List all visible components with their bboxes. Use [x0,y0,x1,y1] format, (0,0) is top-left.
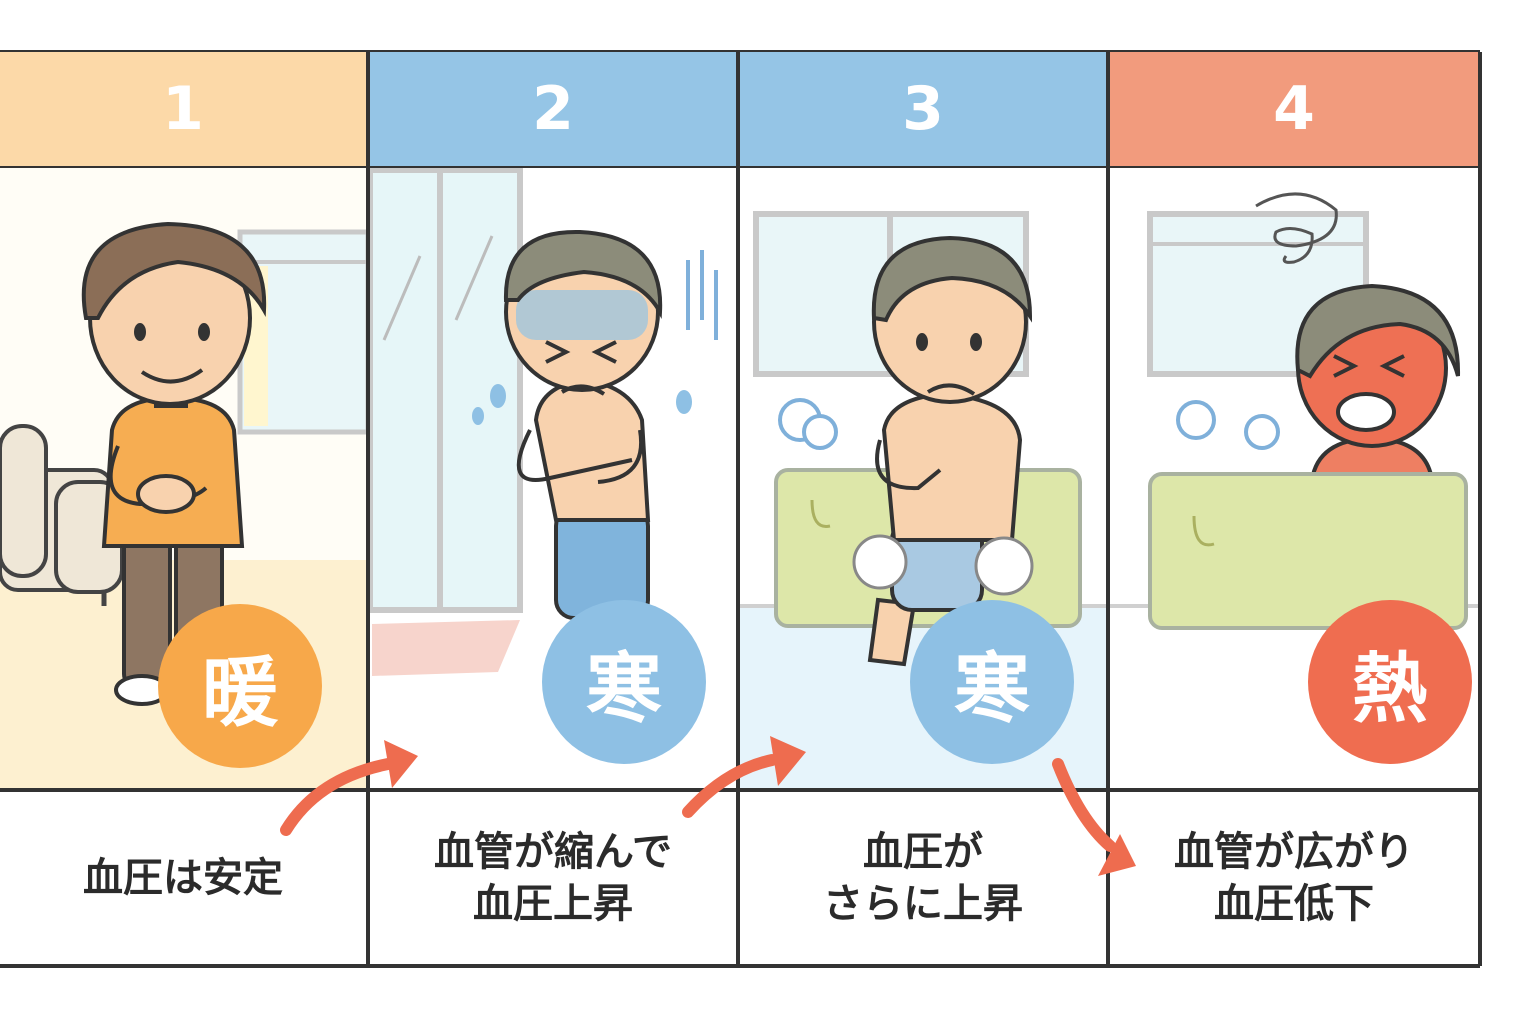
panel-2-header: 2 [370,52,736,166]
panel-3-number: 3 [902,74,944,144]
cold-badge-2-label: 寒 [586,644,662,733]
warm-badge: 暖 [158,604,322,768]
panel-1-header: 1 [0,52,366,166]
panel-3-header: 3 [740,52,1106,166]
panel-4-caption-line-2: 血圧低下 [1214,881,1374,927]
warm-badge-label: 暖 [202,648,278,737]
panel-3-caption-line-1: 血圧が [863,829,983,875]
panel-3-caption: 血圧が さらに上昇 [740,790,1106,966]
panel-2-caption-line-1: 血管が縮んで [434,829,672,875]
dizzy-man-figure [1295,283,1461,482]
panel-4-caption: 血管が広がり 血圧低下 [1110,790,1478,966]
arrow-3-to-4-head [1098,834,1136,876]
panel-2-caption: 血管が縮んで 血圧上昇 [370,790,736,966]
panel-1-caption-line-1: 血圧は安定 [83,855,283,901]
relaxed-man-figure [81,221,267,706]
arrow-3-to-4 [1052,758,1116,852]
panel-4-header: 4 [1110,52,1478,166]
panel-4-number: 4 [1273,74,1315,144]
hot-badge-label: 熱 [1352,644,1428,733]
panel-2-number: 2 [532,74,574,144]
dizzy-swirl-icon [1255,192,1338,264]
panel-4-caption-line-1: 血管が広がり [1174,829,1414,875]
panel-1-caption: 血圧は安定 [0,790,366,966]
hot-badge: 熱 [1308,600,1472,764]
arrow-1-to-2 [280,758,394,836]
panel-3-caption-line-2: さらに上昇 [823,881,1023,927]
panel-2-caption-line-2: 血圧上昇 [473,881,633,927]
arrow-1-to-2-head [384,740,418,788]
panel-4-scene [1108,166,1480,790]
shivering-man-figure [503,229,663,620]
arrow-2-to-3 [682,754,778,818]
worried-man-figure [852,235,1034,667]
cold-badge-3: 寒 [910,600,1074,764]
panel-1-number: 1 [162,74,204,144]
cold-badge-3-label: 寒 [954,644,1030,733]
flow-arrows [280,736,1136,876]
cold-badge-2: 寒 [542,600,706,764]
arrow-2-to-3-head [770,736,806,786]
